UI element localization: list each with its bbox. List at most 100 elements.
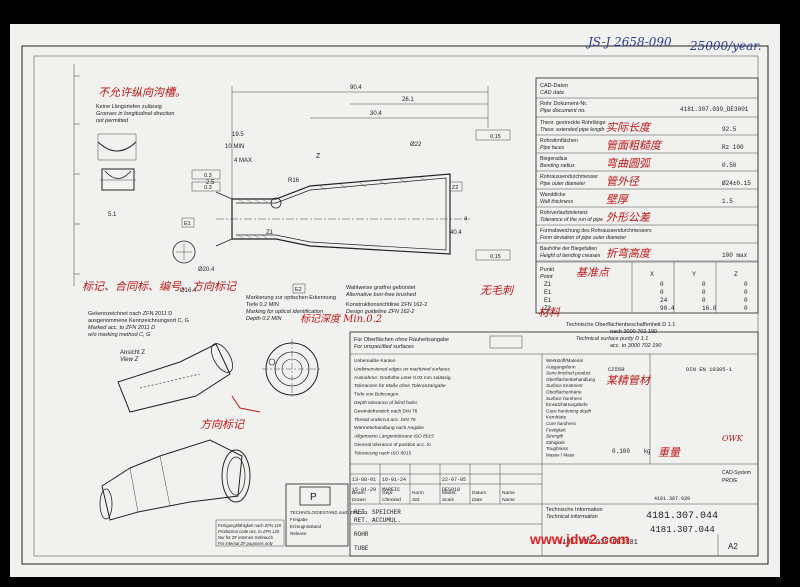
cad-row-hand: 壁厚 — [606, 193, 630, 206]
owner-en: For internal ZF purposes only — [218, 541, 274, 546]
hand-mass: 重量 — [658, 446, 681, 459]
circular-view — [262, 339, 322, 399]
point-x: 0 — [660, 281, 664, 288]
material-row-text: Ausgangsform — [546, 364, 576, 369]
dim-d164: Ø16.4 — [180, 288, 197, 294]
header-ref: JS-J 2658-090 — [585, 35, 672, 49]
mark-block3: Marked acc. to ZFN 2011 D — [88, 325, 155, 331]
material-row-text: Kernhärte — [546, 415, 567, 420]
cad-row-hand: 弯曲圆弧 — [606, 157, 652, 170]
cad-row-value: Ø24±0.15 — [722, 180, 751, 187]
tolerance-table: Für Oberflächen ohne Rauheitsangabe For … — [349, 331, 759, 557]
design-en: Design guideline ZFN 162-2 — [346, 309, 414, 315]
view-arrow-z: Z — [316, 153, 321, 160]
cad-row-en: Bending radius — [540, 163, 575, 169]
tol-03a: 0.3 — [204, 173, 212, 179]
points-label-en: Point — [540, 274, 553, 280]
dim-d22: Ø22 — [410, 142, 422, 148]
prodstate: Erzeugnisstand — [290, 524, 322, 529]
point-x: 90.4 — [660, 305, 675, 312]
col-header: Bearb. — [352, 490, 366, 496]
marking-de2: Tiefe 0.2 MIN — [246, 302, 279, 308]
technical-drawing: JS-J 2658-090 25000/year. 不允许纵向沟槽。 Keine… — [21, 35, 769, 565]
doc-no-dup: 4181.307.044 — [650, 525, 715, 535]
tol-row-text: Unbemaßte Kanten — [354, 358, 396, 364]
cad-title-de: CAD-Daten — [540, 83, 568, 89]
points-table: Punkt Point 基准点 X Y Z — [536, 261, 758, 313]
point-z: 0 — [744, 305, 748, 312]
point-z: 0 — [744, 289, 748, 296]
point-x: 24 — [660, 297, 668, 304]
point-id: E1 — [544, 290, 552, 296]
material-row-text: Festigkeit — [546, 427, 566, 432]
hand-direction: 方向标记 — [200, 418, 245, 431]
material-row-text: Masse / Mass — [546, 453, 575, 458]
hand-no-lines: 不允许纵向沟槽。 — [98, 86, 186, 99]
hand-owk: OWK — [722, 434, 744, 443]
hand-material-spec: 某精管材 — [606, 374, 652, 387]
tol-row-text: Depth tolerance of blind holes — [354, 400, 418, 406]
material-row-text: Strength — [546, 434, 564, 439]
surface-en: Technical surface purity D 1.1 — [576, 336, 648, 342]
tol-row-text: Toleranzen für Maße ohne Toleranzangabe — [354, 383, 446, 389]
material-code: CZ55R — [608, 366, 625, 373]
cad-data-table: CAD-Daten CAD data Rohr Dokument-Nr. Pip… — [535, 77, 759, 314]
col-header: Norm — [412, 490, 424, 496]
col-header-en: Std. — [412, 497, 421, 503]
cad-row-value: 92.5 — [722, 126, 737, 133]
tol-row-text: Thread undercut acc. DIN 76 — [354, 417, 416, 423]
dim-40: 40.4 — [450, 230, 462, 236]
point-id: Z2 — [544, 306, 552, 312]
dim-10: 10 MIN — [225, 144, 244, 150]
view-en: View Z — [120, 357, 139, 363]
dim-d204: Ø20.4 — [198, 267, 215, 273]
tol-row-text: Ausnahme: Grathöhe unter 0.02 mm zulässi… — [354, 375, 451, 381]
cad-row-de: Rohrstirnflächen — [540, 138, 578, 144]
dim-26: 26.1 — [402, 97, 414, 103]
cad-row-de: Formabweichung des Rohraussendurchmesser… — [540, 228, 652, 234]
cad-row-en: Wall thickness — [540, 199, 573, 205]
material-row-text: Einsatzhärtungstiefe — [546, 402, 588, 407]
marking-en: Marking for optical identification — [246, 309, 323, 315]
mark-block2: ausgenommene Kennzeichnungsort C, G — [88, 318, 189, 324]
tech-de: Technische Information — [546, 507, 603, 513]
cad-row-en: Height of bending creases — [540, 253, 601, 259]
mass-value: 0.100 — [612, 448, 630, 455]
marking-de: Markierung zur optischen Erkennung — [246, 295, 336, 301]
point-z: 0 — [744, 297, 748, 304]
tol-row-text: Tolerierung nach ISO 8015 — [354, 450, 411, 456]
main-pipe-view: 90.4 26.1 30.4 19.5 10 MIN 4 MAX 2.5 R16… — [108, 85, 511, 294]
hand-material: 材料 — [538, 306, 561, 319]
tol-row-text: Undimensioned edges on machined surfaces — [354, 366, 451, 372]
tech-en: Technical information — [546, 514, 598, 520]
release: Freigabe — [290, 517, 308, 522]
direction-arrow — [231, 395, 261, 413]
table-rows-right: Werkstoff/MaterialAusgangsformSemi-finis… — [546, 358, 595, 458]
col-header-en: Checked — [382, 497, 401, 503]
iso-pipe — [99, 439, 251, 521]
view-de: Ansicht Z — [120, 350, 145, 356]
dim-4: 4 MAX — [234, 158, 252, 164]
cad-row-de: Rohraussendurchmesser — [540, 174, 598, 180]
cad-row-de: Wanddicke — [540, 192, 566, 198]
dim-90: 90.4 — [350, 85, 362, 91]
tol-row-text: General tolerance of position acc. to — [354, 442, 431, 448]
point-y: 0 — [702, 281, 706, 288]
history-date: 13-08-01 — [352, 477, 376, 483]
cad-row-value: 100 max — [722, 252, 748, 259]
cad-row-en: Pipe outer diameter — [540, 181, 586, 187]
ref2: RET. ACCUMUL. — [354, 517, 401, 524]
burr-de: Wahlweise gratfrei gebürstet — [346, 285, 416, 291]
points-col-y: Y — [692, 272, 696, 278]
cad-row-value: Rz 100 — [722, 144, 744, 151]
dim-5: 5.1 — [108, 212, 117, 218]
material-row-text: Toughness — [546, 446, 569, 451]
history-code: 16-01-24 — [382, 477, 406, 483]
drawing-sheet: JS-J 2658-090 25000/year. 不允许纵向沟槽。 Keine… — [10, 24, 780, 577]
cad-row-hand: 实际长度 — [606, 121, 652, 134]
tol-015a: 0.15 — [490, 134, 501, 140]
header-volume: 25000/year. — [689, 39, 761, 53]
